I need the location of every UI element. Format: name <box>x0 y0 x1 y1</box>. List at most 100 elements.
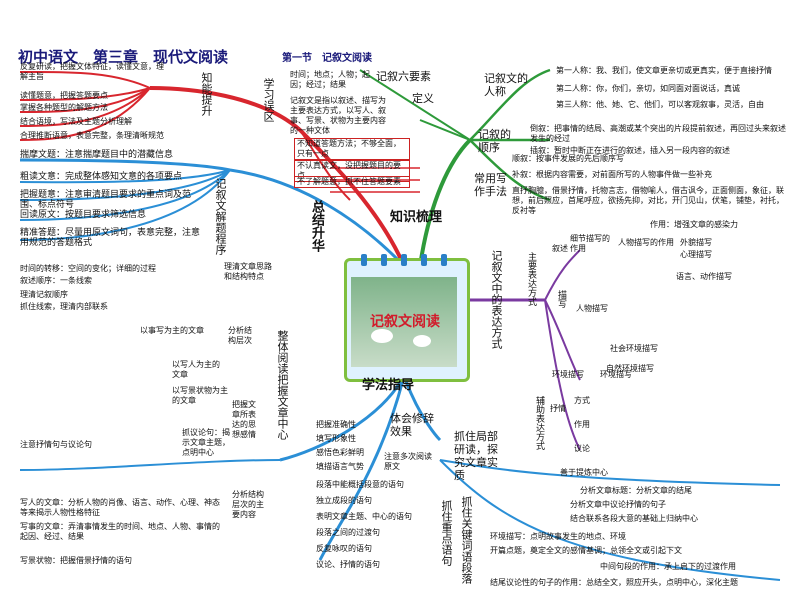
list-item: 语言、动作描写 <box>676 272 732 281</box>
list-item: 心理描写 <box>680 250 712 259</box>
list-item: 抒情 <box>550 404 566 413</box>
center-node: 记叙文阅读 <box>344 254 470 382</box>
list-item: 开篇点题，奠定全文的感情基调；总领全文或引起下文 <box>490 546 682 555</box>
list-item: 插叙：暂时中断正在进行的叙述，插入另一段内容的叙述 <box>530 146 730 155</box>
list-item: 填描语言气势 <box>316 462 364 471</box>
binder-ring-icon <box>401 254 407 266</box>
liuyaosu-text: 时间；地点；人物；起因；经过；结果 <box>290 70 370 89</box>
list-item: 自然环境描写 <box>606 364 654 373</box>
group-label: 分析结构层次的主要内容 <box>232 490 264 519</box>
shoufa-label: 常用写作手法 <box>474 172 507 198</box>
zhuaju-label: 抓住局部研读，探究文章实质 <box>454 430 498 482</box>
list-item: 倒叙：把事情的结局、高潮或某个突出的片段提前叙述，再回过头来叙述发生的经过 <box>530 124 786 143</box>
list-item: 把握准确性 <box>316 420 356 429</box>
list-item: 抓住线索，理清内部联系 <box>20 302 108 311</box>
list-item: 中间句段的作用：承上启下的过渡作用 <box>600 562 736 571</box>
list-item: 段落之间的过渡句 <box>316 528 380 537</box>
group-label: 环境描写 <box>552 370 584 379</box>
branch-xuefa: 学法指导 <box>362 378 415 393</box>
list-item: 议论、抒情的语句 <box>316 560 380 569</box>
list-item: 人物描写 <box>576 304 608 313</box>
group-label: 辅助表达方式 <box>534 396 544 450</box>
center-title: 记叙文阅读 <box>370 314 440 330</box>
list-item: 注意抒情句与议论句 <box>20 440 92 449</box>
list-item: 粗读文意：完成整体感知文意的各项要点 <box>20 172 183 182</box>
binder-ring-icon <box>361 254 367 266</box>
branch-zongjie: 总结升华 <box>309 200 324 252</box>
group-label: 理清文章思路和结构特点 <box>224 262 272 281</box>
list-item: 分析文章标题：分析文章的结尾 <box>580 486 692 495</box>
list-item: 抓议论句：揭示文章主题，点明中心 <box>182 428 230 457</box>
list-item: 注意多次阅读原文 <box>384 452 432 471</box>
list-item: 感悟色彩鲜明 <box>316 448 364 457</box>
liuyaosu-label: 记叙六要素 <box>376 70 431 83</box>
zhengti-label: 整体阅读把握文章中心 <box>276 330 289 440</box>
list-item: 段落中能概括段意的语句 <box>316 480 404 489</box>
list-item: 社会环境描写 <box>610 344 658 353</box>
renche-label: 记叙文的人称 <box>484 72 528 98</box>
list-item: 环境描写 <box>600 370 632 379</box>
chapter-title: 初中语文 第三章 现代文阅读 <box>18 48 229 66</box>
zhongdian-label: 抓住重点语句 <box>440 500 453 566</box>
group-label: 主要表达方式 <box>526 252 536 306</box>
list-item: 直抒胸臆，借景抒情，托物言志，借物喻人，借古讽今，正面侧面，象征，联想，前后照应… <box>512 186 784 215</box>
lotus-flower-icon <box>413 335 431 347</box>
list-item: 方式 <box>574 396 590 405</box>
definition-label: 定义 <box>412 92 434 105</box>
group-label: 描写 <box>556 290 566 308</box>
list-item: 外貌描写 <box>680 238 712 247</box>
group-sub: 叙述 <box>552 244 568 253</box>
binder-ring-icon <box>441 254 447 266</box>
xuexiwuqu-label: 学习误区 <box>262 78 275 122</box>
shunxu-label: 记叙的顺序 <box>478 128 511 154</box>
list-item: 以写人为主的文章 <box>172 360 220 379</box>
list-item: 表明文章主题、中心的语句 <box>316 512 412 521</box>
list-item: 结合语境，写法及主题分析理解 <box>20 117 132 126</box>
list-item: 第一人称：我、我们，使文章更亲切或更真实，便于直接抒情 <box>556 66 772 75</box>
list-item: 揣摩文题：注意揣摩题目中的潜藏信息 <box>20 150 174 160</box>
list-item: 写景状物：把握借景抒情的语句 <box>20 556 132 565</box>
list-item: 不认真读文，没把握题目的要点 <box>294 160 410 182</box>
definition-text: 记叙文是指以叙述、描写为主要表达方式，以写人、叙事、写景、状物为主要内容的一种文… <box>290 96 386 135</box>
list-item: 结合联系各段大意的基础上归纳中心 <box>570 514 698 523</box>
list-item: 议论 <box>574 444 590 453</box>
list-item: 结尾议论性的句子的作用：总结全文，照应开头，点明中心，深化主题 <box>490 578 738 587</box>
group-label: 分析结构层次 <box>228 326 252 345</box>
list-item: 分析文章中议论抒情的句子 <box>570 500 666 509</box>
group-label: 把握文章所表达的思想感情 <box>232 400 256 439</box>
list-item: 环境描写：点明故事发生的地点、环境 <box>490 532 626 541</box>
list-item: 以事写为主的文章 <box>140 326 204 335</box>
list-item: 掌握各种题型的解题方法 <box>20 103 108 112</box>
guanjian-label: 抓住关键词语段落 <box>460 496 473 584</box>
list-item: 独立成段的语句 <box>316 496 372 505</box>
binder-ring-icon <box>381 254 387 266</box>
list-item: 第二人称：你，你们，亲切，如同面对面说话，真诚 <box>556 84 740 93</box>
binder-ring-icon <box>421 254 427 266</box>
list-item: 作用：增强文章的感染力 <box>650 220 738 229</box>
list-item: 回读原文：按题目要求筛选信息 <box>20 210 147 220</box>
list-item: 细节描写的作用 <box>570 234 610 253</box>
lotus-flower-icon <box>371 329 393 343</box>
list-item: 以写景状物为主的文章 <box>172 386 228 405</box>
list-item: 反复咏叹的语句 <box>316 544 372 553</box>
list-item: 补叙：根据内容需要，对前面所写的人物事件做一些补充 <box>512 170 712 179</box>
lotus-image <box>351 277 457 367</box>
list-item: 把握题意：注意审清题目要求的重点词及范围、标点符号 <box>20 190 192 210</box>
list-item: 反复研读，把握文体特征，读懂文意，理解主旨 <box>20 62 164 81</box>
list-item: 人物描写的作用 <box>618 238 674 247</box>
list-item: 不知道答题方法；不够全面，只有一点 <box>294 138 410 160</box>
tihui-label: 体会修辞效果 <box>390 412 434 438</box>
list-item: 叙述顺序：一条线索 <box>20 276 92 285</box>
list-item: 善于提炼中心 <box>560 468 608 477</box>
list-item: 第三人称：他、她、它、他们，可以客观叙事，灵活，自由 <box>556 100 764 109</box>
section-title: 第一节 记叙文阅读 <box>282 53 372 64</box>
list-item: 理清记叙顺序 <box>20 290 68 299</box>
list-item: 不了解题意，抓不住答题要素 <box>294 176 410 188</box>
list-item: 顺叙：按事件发展的先后顺序写 <box>512 154 624 163</box>
list-item: 写人的文章：分析人物的肖像、语言、动作、心理、神态等来揭示人物性格特征 <box>20 498 220 517</box>
list-item: 作用 <box>574 420 590 429</box>
list-item: 精准答题：尽量用原文词句，表意完整，注意用规范的答题格式 <box>20 228 201 248</box>
list-item: 填写形象性 <box>316 434 356 443</box>
